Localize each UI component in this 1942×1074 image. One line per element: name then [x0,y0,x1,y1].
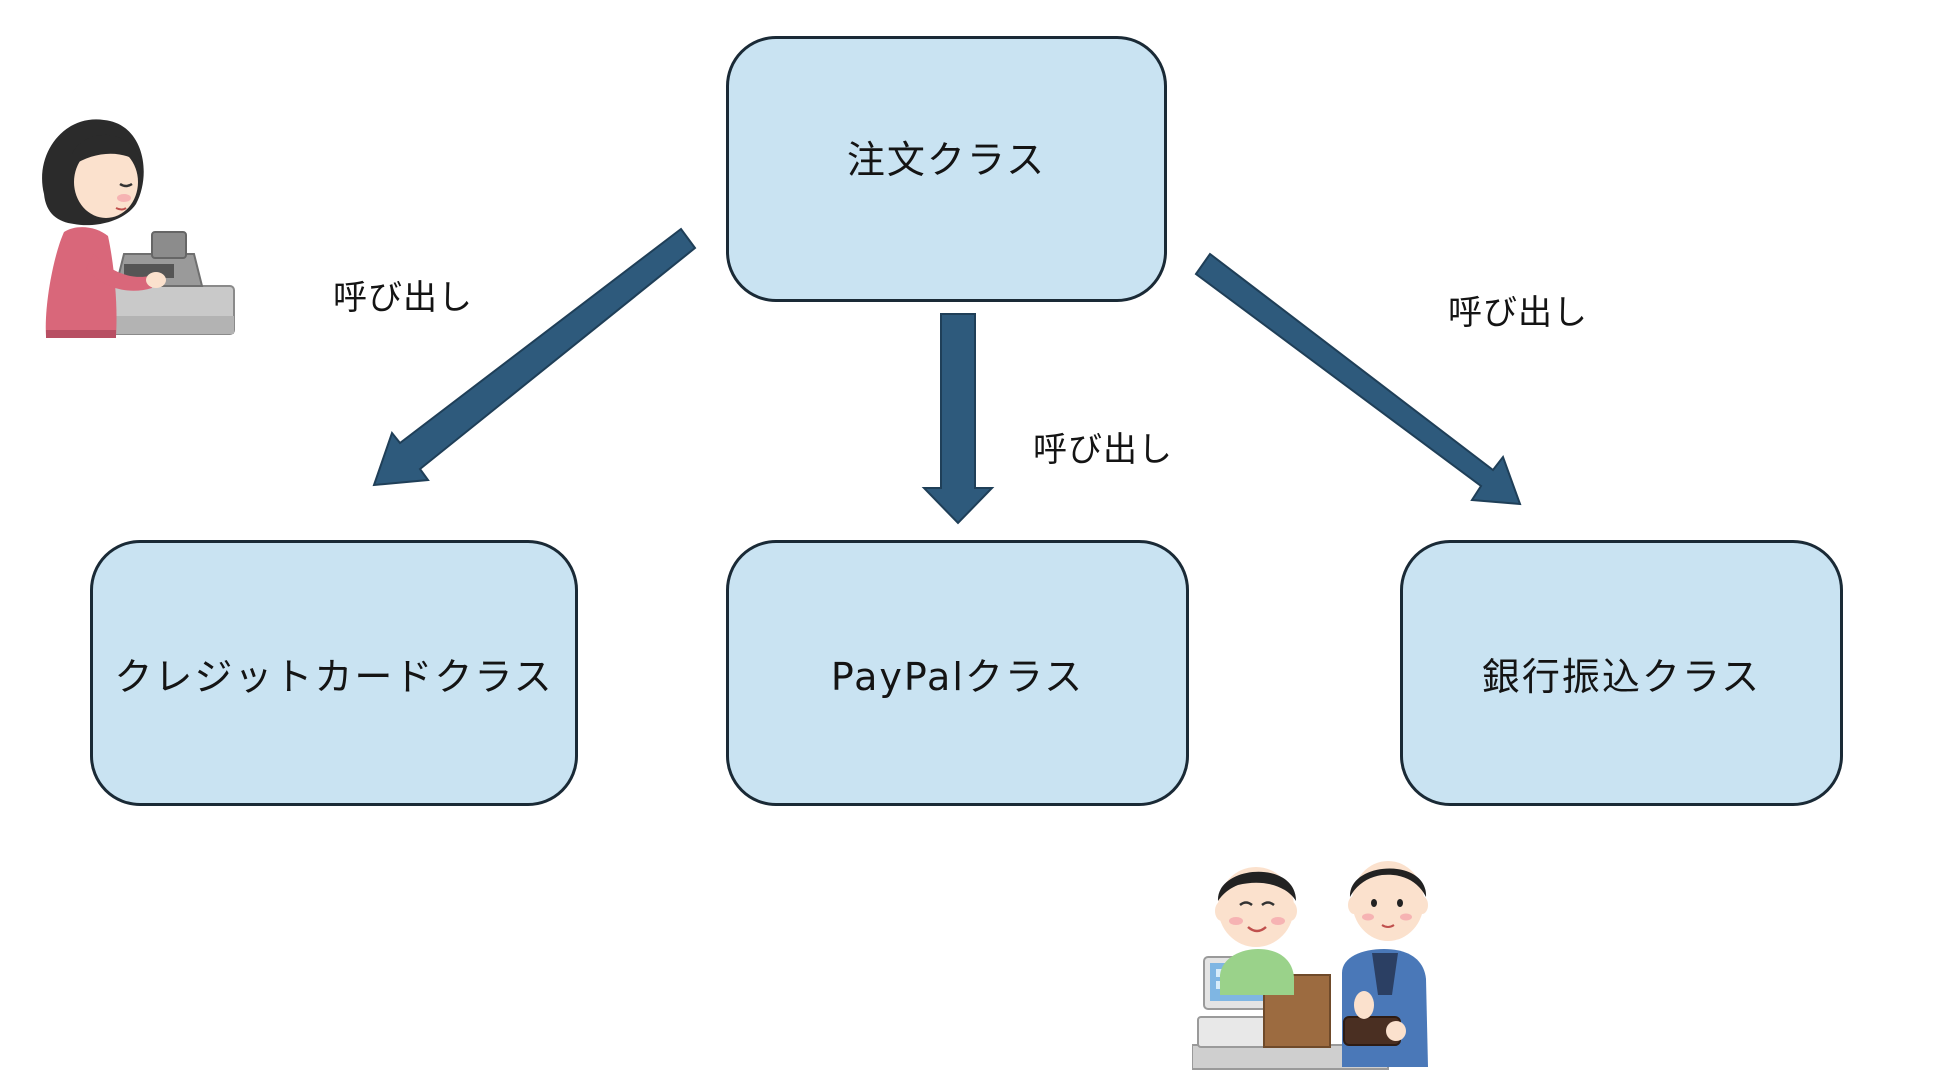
cashier-woman-illustration [42,119,235,338]
paypal-class-label: PayPalクラス [830,654,1085,699]
edge-label-credit-card: 呼び出し [333,278,473,318]
edge-label-bank-transfer: 呼び出し [1448,293,1588,333]
arrow-to-bank-transfer [1194,252,1522,506]
order-class-node: 注文クラス [726,36,1167,302]
bank-transfer-class-node: 銀行振込クラス [1400,540,1843,806]
checkout-illustration [1192,861,1428,1070]
credit-card-class-label: クレジットカードクラス [114,654,554,699]
order-class-label: 注文クラス [846,137,1047,182]
arrow-to-credit-card [372,227,697,487]
bank-transfer-class-label: 銀行振込クラス [1481,654,1762,699]
paypal-class-node: PayPalクラス [726,540,1189,806]
edge-label-paypal: 呼び出し [1033,430,1173,470]
arrow-to-paypal [921,313,995,525]
credit-card-class-node: クレジットカードクラス [90,540,578,806]
